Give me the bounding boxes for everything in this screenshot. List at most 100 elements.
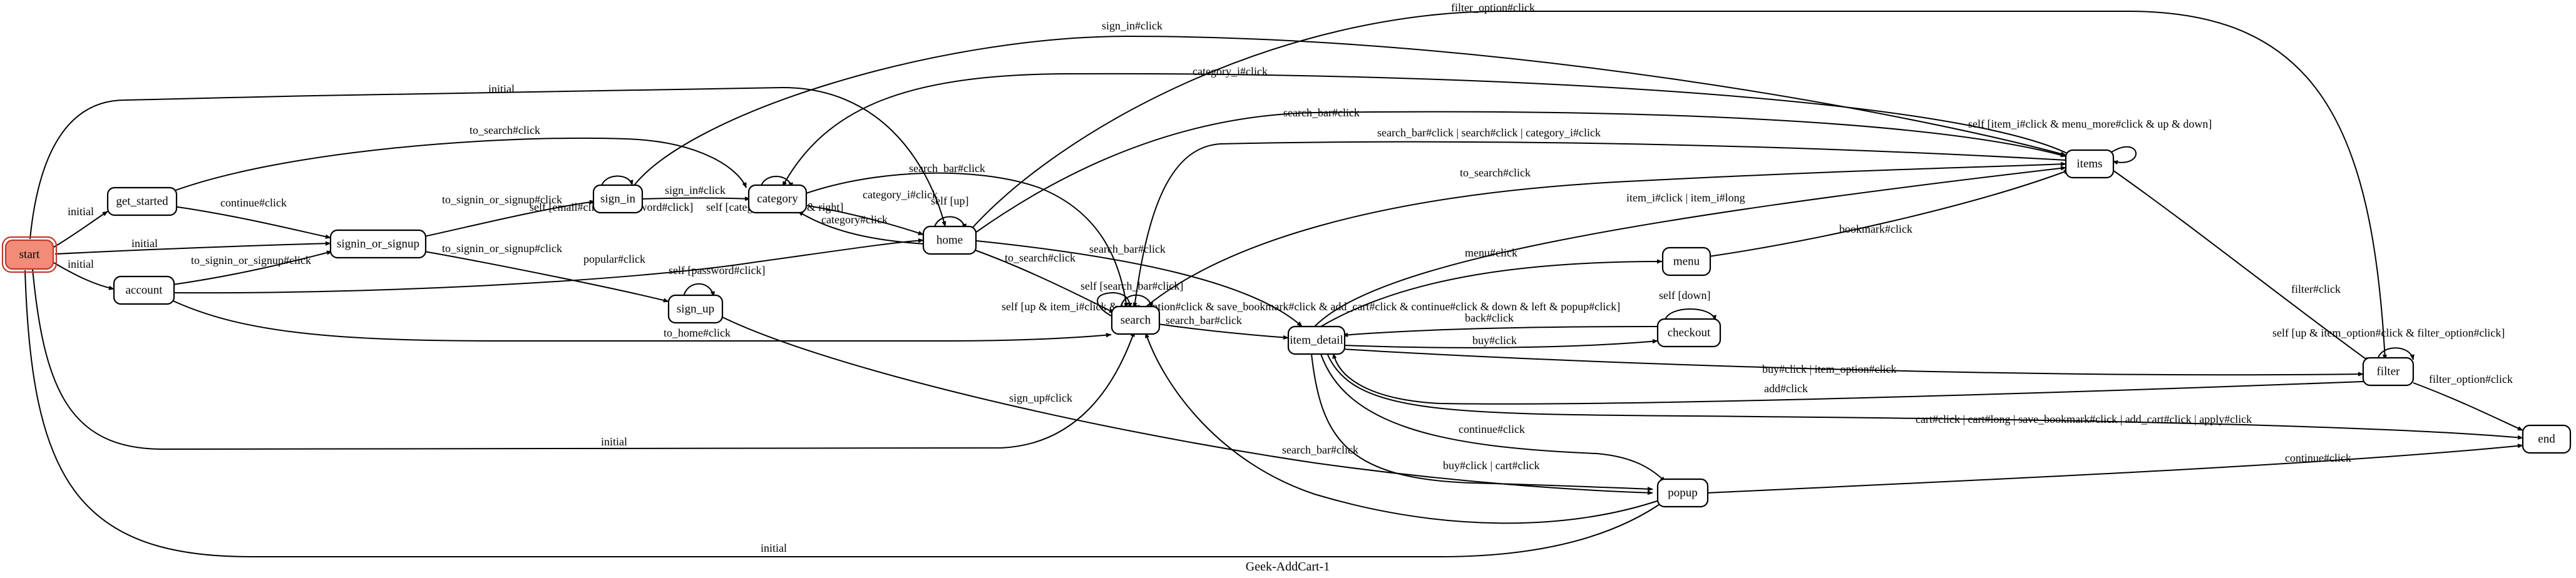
- node-label: signin_or_signup: [337, 238, 419, 251]
- node-label: home: [936, 234, 963, 247]
- edge-menu-items: [1708, 170, 2070, 257]
- node-signin-or-signup[interactable]: signin_or_signup: [329, 229, 427, 259]
- edge-label: back#click: [1465, 312, 1514, 324]
- node-home[interactable]: home: [922, 225, 977, 255]
- edge-filter-end: [2413, 382, 2523, 431]
- edge-label: buy#click | cart#click: [1443, 459, 1540, 472]
- edge-get-started-category: [168, 137, 747, 193]
- edge-label: category_i#click: [863, 188, 938, 201]
- edge-label: search_bar#click | search#click | catego…: [1377, 126, 1601, 139]
- edge-label: initial: [601, 435, 627, 448]
- node-label: popup: [1668, 487, 1698, 500]
- node-get-started[interactable]: get_started: [106, 186, 178, 216]
- edge-label: search_bar#click: [1282, 444, 1358, 456]
- edge-label: continue#click: [2285, 452, 2351, 464]
- edge-home-category: [798, 211, 926, 245]
- edge-category-self: [760, 176, 793, 188]
- edge-label: category#click: [821, 213, 888, 226]
- node-label: checkout: [1668, 327, 1711, 340]
- node-label: account: [125, 284, 163, 297]
- nodes: start get_started account signin_or_sign…: [1, 149, 2572, 508]
- edge-start-signin: [54, 241, 331, 255]
- edge-label: sign_in#click: [1102, 19, 1162, 32]
- edge-label: self [search_bar#click]: [1080, 280, 1183, 292]
- edge-home-items: [975, 111, 2066, 233]
- node-start[interactable]: start: [1, 236, 58, 273]
- edge-start-popup: [24, 270, 1666, 557]
- edge-start-search: [32, 268, 1135, 450]
- edge-label: item_i#click | item_i#long: [1626, 191, 1745, 204]
- edge-home-self: [933, 216, 967, 230]
- edge-label: to_home#click: [664, 327, 731, 339]
- edge-label: initial: [68, 205, 94, 218]
- edge-sign-in-items: [632, 35, 2066, 188]
- edge-sign-up-self: [683, 283, 716, 297]
- edge-search-item-detail: [1157, 323, 1289, 340]
- edge-label: to_signin_or_signup#click: [442, 193, 562, 206]
- node-category[interactable]: category: [747, 184, 808, 214]
- edge-label: self [up & item_i#click & item_option#cl…: [1002, 300, 1620, 313]
- edge-items-category: [782, 73, 2068, 187]
- edge-search-items: [1142, 161, 2066, 310]
- edge-get-started-signin: [173, 206, 331, 239]
- edge-label: to_signin_or_signup#click: [442, 242, 562, 255]
- edge-home-item-detail: [976, 240, 1303, 327]
- edge-label: self [up & item_option#click & filter_op…: [2272, 327, 2505, 339]
- edge-account-search: [168, 298, 1112, 342]
- edge-label: add#click: [1764, 382, 1808, 395]
- node-account[interactable]: account: [113, 275, 175, 305]
- node-sign-up[interactable]: sign_up: [667, 294, 724, 324]
- edge-label: continue#click: [1459, 423, 1525, 435]
- edge-label: menu#click: [1465, 246, 1517, 259]
- edge-label: self [password#click]: [669, 264, 765, 276]
- edge-label: initial: [761, 542, 787, 554]
- edge-label: self [item_i#click & menu_more#click & u…: [1968, 118, 2212, 130]
- edge-sign-in-category: [641, 196, 751, 201]
- edge-item-detail-items: [1314, 166, 2066, 327]
- edge-label: filter_option#click: [2429, 373, 2513, 385]
- edge-popup-end: [1707, 444, 2523, 494]
- node-checkout[interactable]: checkout: [1656, 318, 1722, 348]
- edge-label: self [up]: [931, 195, 968, 207]
- node-label: start: [19, 248, 40, 261]
- edge-item-detail-checkout: [1342, 339, 1658, 348]
- edge-label: sign_up#click: [1009, 392, 1072, 404]
- node-label: filter: [2377, 365, 2401, 378]
- node-item-detail[interactable]: item_detail: [1287, 325, 1346, 355]
- edge-label: to_signin_or_signup#click: [191, 254, 311, 266]
- edge-label: continue#click: [220, 196, 287, 209]
- node-label: sign_in: [600, 193, 635, 206]
- edge-category-search: [804, 172, 1129, 308]
- node-label: get_started: [116, 195, 168, 208]
- node-popup[interactable]: popup: [1656, 478, 1709, 508]
- node-menu[interactable]: menu: [1661, 246, 1711, 276]
- edge-label: sign_in#click: [665, 184, 726, 196]
- edge-label: buy#click | item_option#click: [1762, 363, 1897, 375]
- edge-label: search_bar#click: [1089, 243, 1166, 255]
- edge-category-home: [804, 205, 924, 235]
- edge-popup-search: [1145, 332, 1660, 524]
- edge-label: search_bar#click: [1283, 106, 1360, 119]
- edge-label: filter_option#click: [1451, 1, 1535, 14]
- node-end[interactable]: end: [2522, 424, 2572, 454]
- edge-label: filter#click: [2291, 283, 2341, 295]
- node-label: end: [2538, 433, 2555, 446]
- edge-search-self-2: [1097, 292, 1132, 317]
- edge-checkout-self: [1665, 308, 1716, 321]
- edge-label: initial: [131, 237, 158, 250]
- node-filter[interactable]: filter: [2362, 357, 2414, 387]
- node-label: item_detail: [1290, 334, 1343, 347]
- edge-item-detail-menu: [1320, 259, 1663, 327]
- node-sign-in[interactable]: sign_in: [592, 184, 644, 214]
- edge-start-get-started: [53, 211, 108, 248]
- edge-home-filter: [968, 11, 2388, 360]
- edge-checkout-item-detail: [1342, 326, 1658, 337]
- edge-label: popular#click: [583, 253, 645, 265]
- node-search[interactable]: search: [1111, 305, 1161, 335]
- node-label: sign_up: [677, 303, 714, 316]
- node-items[interactable]: items: [2065, 149, 2115, 179]
- edge-label: initial: [488, 83, 515, 95]
- edge-label: to_search#click: [470, 124, 540, 136]
- edge-item-detail-filter: [1342, 348, 2364, 377]
- edge-label: bookmark#click: [1839, 223, 1912, 235]
